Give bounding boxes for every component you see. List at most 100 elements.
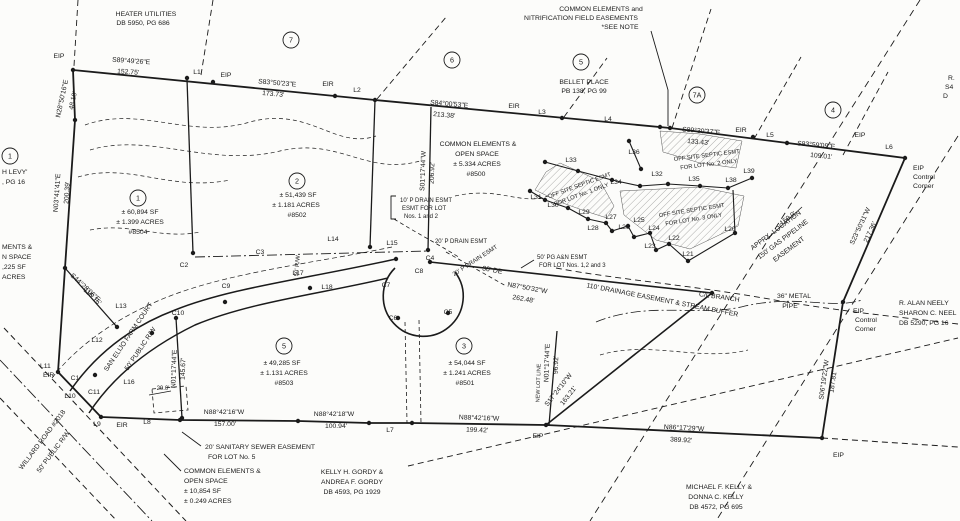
plat-label: EIP	[533, 433, 544, 440]
dashed-line	[589, 0, 921, 521]
plat-label: L24	[648, 225, 660, 232]
plat-label: EIR	[322, 81, 333, 88]
survey-point	[784, 140, 790, 146]
plat-label: L9	[93, 421, 101, 428]
dashed-line	[821, 437, 959, 448]
plat-label: L10	[64, 393, 76, 400]
plat-label: 36" METAL	[777, 293, 811, 300]
plat-label: #8500	[467, 171, 486, 178]
plat-label: COMMON ELEMENTS and	[559, 6, 643, 13]
plat-label: N28°50'16"E	[54, 78, 70, 118]
dashed-line	[671, 8, 712, 129]
survey-point	[575, 168, 581, 174]
plat-label: ± 1.131 ACRES	[260, 370, 308, 377]
plat-label: FOR LOT No. 5	[208, 454, 256, 461]
dashed-line	[418, 319, 422, 424]
lot-number-text: 7A	[693, 91, 702, 100]
survey-point	[98, 414, 104, 420]
plat-label: NEW LOT LINE	[535, 363, 542, 402]
survey-point	[637, 183, 643, 189]
plat-label: 50' R/W	[294, 255, 302, 277]
plat-label: ± 1.181 ACRES	[272, 202, 320, 209]
survey-point	[709, 290, 715, 296]
plat-label: 100.94'	[325, 423, 347, 430]
survey-point	[179, 415, 185, 421]
plat-label: L3	[538, 109, 546, 116]
boundary-line	[628, 140, 642, 170]
survey-point	[542, 197, 548, 203]
survey-point	[625, 223, 631, 229]
survey-point	[732, 230, 738, 236]
plat-label: EIP	[913, 165, 924, 172]
survey-point	[631, 234, 637, 240]
plat-label: MICHAEL F. KELLY &	[686, 484, 752, 491]
plat-label: C5	[444, 309, 453, 316]
survey-point	[657, 124, 663, 130]
dashed-line	[842, 71, 889, 156]
plat-label: L27	[605, 214, 617, 221]
survey-point	[92, 372, 98, 378]
boundary-line	[382, 267, 465, 338]
survey-point	[666, 241, 672, 247]
survey-point	[609, 177, 615, 183]
plat-label: SHARON C. NEEL	[899, 310, 957, 317]
lot-number-circle	[129, 189, 147, 207]
lot-number-circle	[282, 31, 300, 49]
plat-label: , PG 16	[2, 179, 25, 186]
plat-label: EIR	[116, 422, 127, 429]
plat-label: S83°59'09"E	[797, 139, 836, 150]
plat-label: L30	[547, 202, 559, 209]
dashed-line	[563, 57, 608, 118]
boundary-line	[69, 258, 397, 392]
lot-number-circle	[288, 172, 306, 190]
survey-point	[685, 258, 691, 264]
survey-point	[393, 256, 399, 262]
plat-label: L2	[353, 87, 361, 94]
plat-label: 173.73'	[262, 90, 285, 99]
lot-number-circle	[275, 337, 293, 355]
plat-label: PB 138, PG 99	[561, 88, 607, 95]
plat-label: R.	[948, 75, 955, 82]
plat-label: EIR	[735, 127, 746, 134]
boundary-line	[650, 30, 669, 126]
plat-label: ± 54,044 SF	[449, 360, 486, 367]
plat-label: L34	[610, 179, 622, 186]
survey-point	[210, 79, 216, 85]
plat-label: L14	[327, 236, 339, 243]
plat-label: C7	[382, 282, 391, 289]
plat-label: L38	[725, 177, 737, 184]
dashed-line	[89, 227, 201, 235]
plat-label: Corner	[855, 326, 877, 333]
plat-label: L8	[143, 419, 151, 426]
survey-point	[609, 228, 615, 234]
survey-point	[543, 422, 549, 428]
plat-label: PIPE	[782, 303, 798, 310]
survey-point	[565, 205, 571, 211]
survey-point	[603, 220, 609, 226]
plat-label: L13	[115, 303, 127, 310]
plat-label: DONNA C. KELLY	[688, 494, 744, 501]
boundary-line	[390, 195, 396, 220]
plat-label: L39	[743, 168, 755, 175]
plat-label: COMMON ELEMENTS &	[184, 468, 261, 475]
boundary-line	[369, 99, 376, 248]
lot-number-circle	[455, 337, 473, 355]
plat-label: L5	[766, 132, 774, 139]
lot-number-circle	[824, 101, 842, 119]
plat-label: NITRIFICATION FIELD EASEMENTS	[524, 15, 638, 22]
dashed-line	[376, 15, 448, 100]
plat-label: 133.43'	[687, 138, 710, 147]
plat-label: EIP	[855, 132, 866, 139]
plat-label: DB 5950, PG 686	[116, 20, 169, 27]
plat-label: L36	[628, 149, 640, 156]
lot-number-text: 6	[450, 56, 454, 65]
plat-label: EIP	[54, 53, 65, 60]
survey-point-markers	[55, 67, 908, 441]
boundary-line	[181, 431, 202, 447]
survey-point	[307, 285, 313, 291]
plat-label: #8504	[129, 229, 148, 236]
survey-point	[638, 166, 644, 172]
survey-point	[427, 259, 433, 265]
plat-label: L26	[618, 224, 630, 231]
